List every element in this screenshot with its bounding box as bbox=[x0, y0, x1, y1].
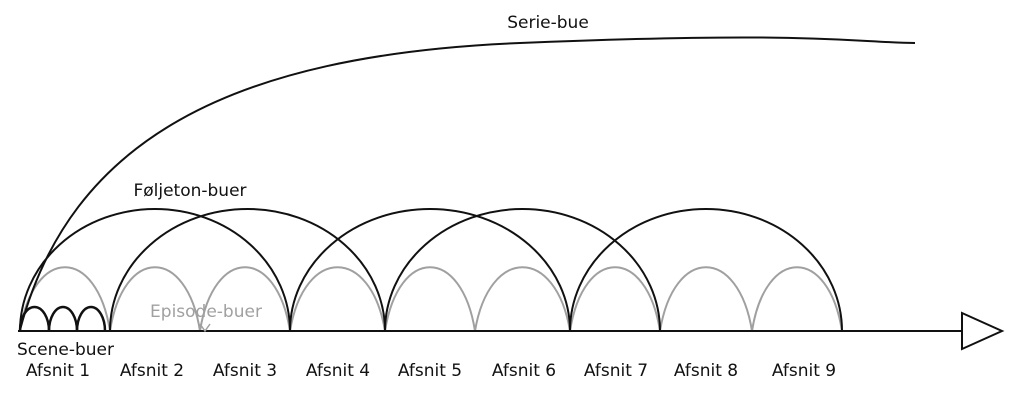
episode-labels: Afsnit 1 Afsnit 2 Afsnit 3 Afsnit 4 Afsnit 5… bbox=[26, 361, 836, 381]
episode-label: Afsnit 9 bbox=[772, 361, 836, 381]
serial-arc bbox=[384, 208, 661, 332]
episode-label: Afsnit 2 bbox=[120, 361, 184, 381]
episode-label: Afsnit 8 bbox=[674, 361, 738, 381]
episode-label: Afsnit 7 bbox=[584, 361, 648, 381]
series-arc bbox=[19, 36, 916, 331]
episode-arc bbox=[751, 266, 843, 332]
timeline-arrowhead bbox=[961, 311, 1005, 351]
episode-arc bbox=[384, 266, 476, 332]
episode-arc bbox=[474, 266, 571, 332]
episode-label: Afsnit 5 bbox=[398, 361, 462, 381]
scene-arcs bbox=[18, 305, 107, 332]
episode-label: Afsnit 3 bbox=[213, 361, 277, 381]
episode-arc bbox=[569, 266, 661, 332]
episode-arcs-label: Episode-buer bbox=[150, 302, 262, 322]
episode-label: Afsnit 1 bbox=[26, 361, 90, 381]
episode-arc bbox=[109, 266, 201, 332]
episode-label-pointer bbox=[199, 323, 211, 333]
scene-arc bbox=[75, 305, 107, 332]
scene-arc bbox=[47, 305, 79, 332]
serial-arc bbox=[19, 208, 291, 332]
scene-arcs-label: Scene-buer bbox=[17, 340, 114, 360]
episode-label: Afsnit 6 bbox=[492, 361, 556, 381]
episode-label: Afsnit 4 bbox=[306, 361, 370, 381]
episode-arcs bbox=[19, 266, 843, 332]
episode-arc bbox=[659, 266, 753, 332]
serial-arcs-label: Føljeton-buer bbox=[133, 181, 246, 201]
episode-arc bbox=[199, 266, 291, 332]
serial-arc bbox=[569, 208, 843, 332]
episode-arc bbox=[289, 266, 386, 332]
serial-arc bbox=[109, 208, 386, 332]
serial-arc bbox=[289, 208, 571, 332]
scene-arc bbox=[18, 305, 51, 332]
series-arc-label: Serie-bue bbox=[507, 13, 589, 33]
serial-arcs bbox=[19, 208, 843, 332]
